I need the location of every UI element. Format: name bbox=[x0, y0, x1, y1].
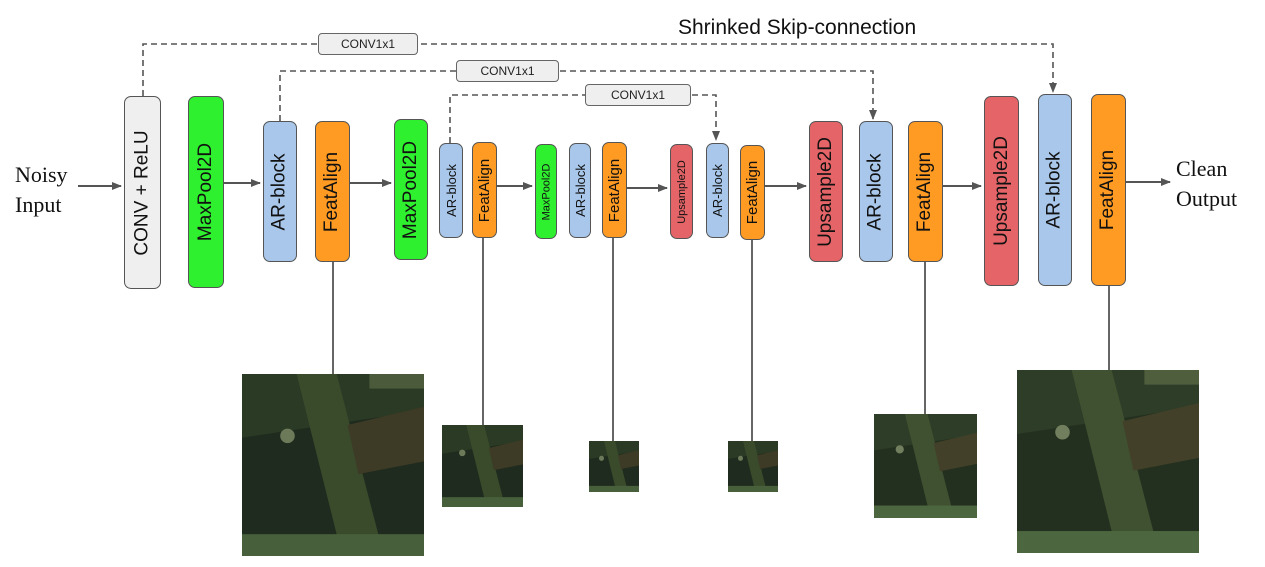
ar-block-6: AR-block bbox=[1038, 94, 1072, 286]
output-label-line-2: Output bbox=[1176, 186, 1238, 211]
ar-block-label-4: AR-block bbox=[710, 164, 725, 217]
featalign-label-3: FeatAlign bbox=[606, 158, 623, 222]
skip-connection-title: Shrinked Skip-connection bbox=[678, 16, 917, 39]
flow-arrows bbox=[78, 178, 1171, 192]
feature-map-taps bbox=[332, 238, 1110, 441]
ar-block-label-1: AR-block bbox=[269, 152, 291, 231]
featalign-label-5: FeatAlign bbox=[914, 151, 936, 232]
conv-relu-block: CONV + ReLU bbox=[124, 96, 161, 289]
skip-line-3 bbox=[449, 94, 720, 143]
feature-map-6 bbox=[1017, 370, 1199, 553]
maxpool-label-3: MaxPool2D bbox=[540, 163, 553, 220]
conv1x1-label-2: CONV1x1 bbox=[456, 60, 559, 82]
upsample-block-3: Upsample2D bbox=[984, 96, 1019, 286]
featalign-block-2: FeatAlign bbox=[472, 142, 497, 238]
conv-relu-label: CONV + ReLU bbox=[131, 129, 153, 256]
featalign-label-6: FeatAlign bbox=[1097, 149, 1119, 231]
input-label: Noisy Input bbox=[15, 160, 68, 220]
upsample-block-1: Upsample2D bbox=[670, 144, 693, 239]
featalign-label-2: FeatAlign bbox=[476, 158, 493, 222]
maxpool-block-3: MaxPool2D bbox=[535, 144, 557, 239]
ar-block-5: AR-block bbox=[859, 121, 893, 262]
maxpool-block-1: MaxPool2D bbox=[188, 96, 224, 288]
featalign-label-1: FeatAlign bbox=[321, 151, 343, 232]
maxpool-label-1: MaxPool2D bbox=[195, 142, 216, 242]
ar-block-2: AR-block bbox=[439, 143, 463, 238]
upsample-label-2: Upsample2D bbox=[815, 136, 837, 247]
ar-block-4: AR-block bbox=[706, 143, 729, 238]
feature-map-2 bbox=[442, 425, 523, 507]
maxpool-block-2: MaxPool2D bbox=[394, 119, 428, 260]
upsample-block-2: Upsample2D bbox=[809, 121, 843, 262]
input-label-line-2: Input bbox=[15, 192, 62, 217]
featalign-block-4: FeatAlign bbox=[740, 145, 765, 240]
featalign-block-6: FeatAlign bbox=[1091, 94, 1126, 286]
ar-block-3: AR-block bbox=[569, 143, 591, 238]
upsample-label-3: Upsample2D bbox=[990, 136, 1012, 246]
featalign-block-3: FeatAlign bbox=[602, 142, 627, 238]
featalign-block-5: FeatAlign bbox=[908, 121, 943, 262]
skip-line-1 bbox=[142, 43, 1057, 96]
skip-connections bbox=[142, 43, 1057, 143]
ar-block-label-2: AR-block bbox=[443, 164, 459, 217]
ar-block-label-3: AR-block bbox=[572, 164, 588, 217]
featalign-block-1: FeatAlign bbox=[315, 121, 350, 262]
ar-block-label-5: AR-block bbox=[865, 152, 887, 231]
feature-map-3 bbox=[589, 441, 639, 492]
output-label: Clean Output bbox=[1176, 154, 1237, 214]
feature-map-1 bbox=[242, 374, 424, 556]
featalign-label-4: FeatAlign bbox=[744, 160, 761, 225]
feature-map-4 bbox=[728, 441, 778, 492]
ar-block-label-6: AR-block bbox=[1044, 151, 1066, 229]
feature-map-5 bbox=[874, 414, 977, 518]
output-label-line-1: Clean bbox=[1176, 156, 1228, 181]
conv1x1-label-1: CONV1x1 bbox=[318, 33, 418, 55]
upsample-label-1: Upsample2D bbox=[675, 159, 688, 224]
ar-block-1: AR-block bbox=[263, 121, 297, 262]
input-label-line-1: Noisy bbox=[15, 162, 68, 187]
maxpool-label-2: MaxPool2D bbox=[400, 140, 421, 239]
conv1x1-label-3: CONV1x1 bbox=[585, 84, 691, 106]
skip-line-2 bbox=[279, 70, 877, 121]
